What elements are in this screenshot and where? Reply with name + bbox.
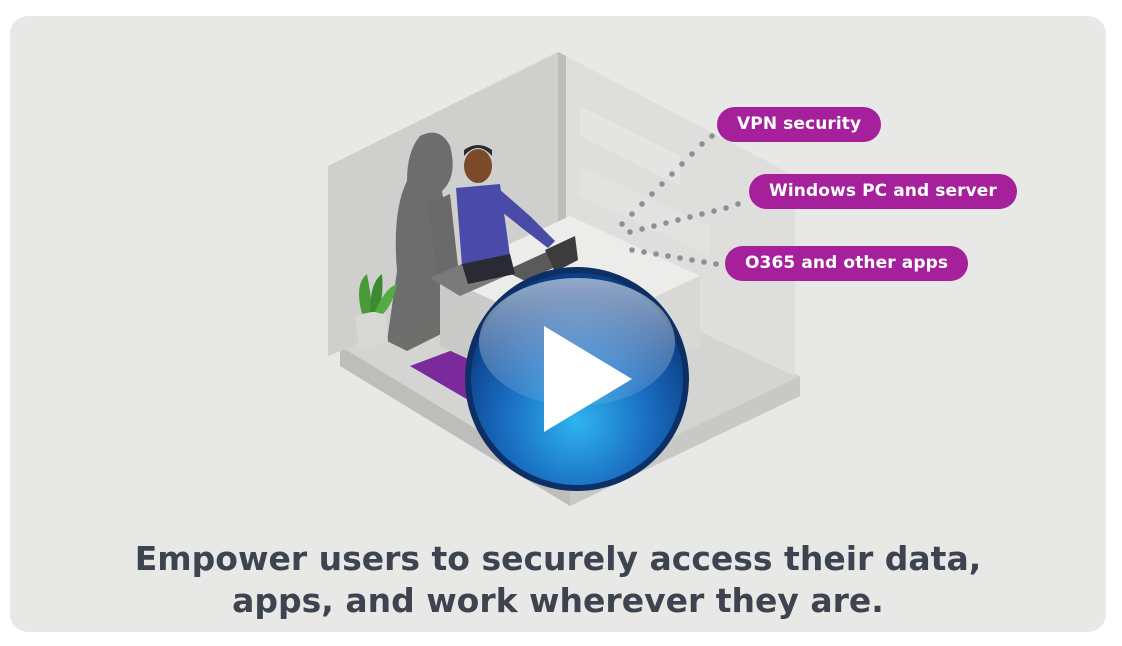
plant-pot [355, 308, 388, 351]
laptop-screen [545, 236, 578, 272]
chair-back [428, 194, 458, 278]
plant-leaves [358, 274, 372, 314]
label-windows-pc-server: Windows PC and server [749, 174, 1017, 209]
caption-line-2: apps, and work wherever they are. [232, 581, 884, 620]
play-icon [544, 326, 632, 432]
label-vpn-security: VPN security [717, 107, 882, 142]
person-shadow [387, 132, 456, 351]
caption: Empower users to securely access their d… [10, 538, 1106, 622]
connector-dots [619, 133, 741, 267]
person-head [464, 149, 492, 183]
caption-line-1: Empower users to securely access their d… [134, 539, 982, 578]
person-shirt [456, 184, 510, 266]
video-card: VPN security Windows PC and server O365 … [10, 16, 1106, 632]
play-button[interactable] [462, 264, 692, 494]
label-o365-apps: O365 and other apps [725, 246, 969, 281]
